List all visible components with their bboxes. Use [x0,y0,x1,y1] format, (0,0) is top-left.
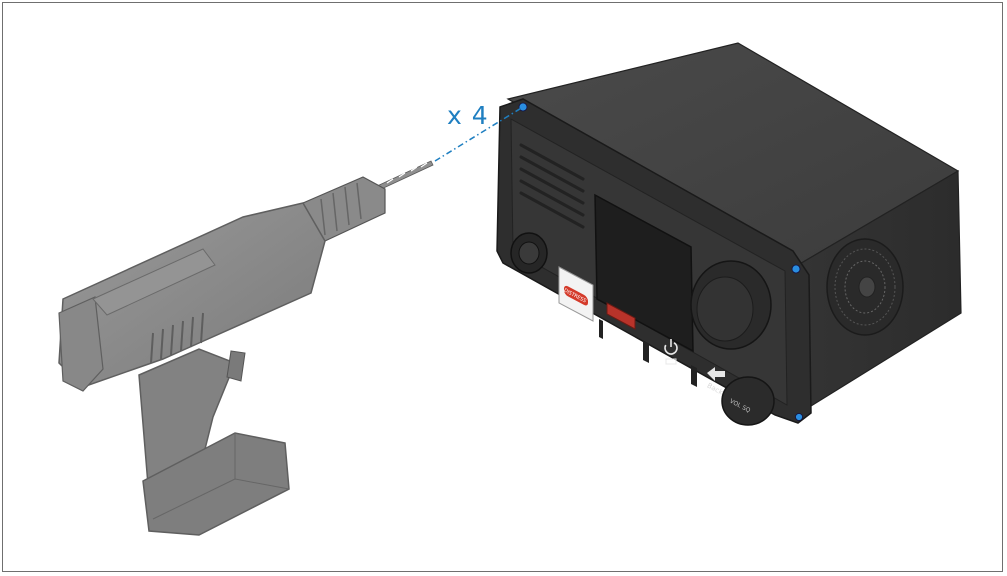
drill-icon [58,160,434,536]
distress-button[interactable]: DISTRESS [558,266,594,322]
soft-key-3[interactable] [691,365,697,387]
quantity-label: x 4 [447,101,489,130]
red-soft-button[interactable] [606,302,636,330]
vhf-radio-icon: DISTRESS Back VOL SQ [496,42,962,426]
radio-display [594,193,694,353]
drill-trigger[interactable] [226,350,246,382]
channel-knob[interactable] [690,260,772,350]
soft-key-1[interactable] [599,319,603,339]
power-icon[interactable] [663,339,679,365]
mount-hole-led-bottom-right [795,413,803,421]
soft-key-2[interactable] [643,341,649,363]
drill-guide-line [434,106,524,162]
installation-diagram: DISTRESS Back VOL SQ [58,42,962,536]
front-speaker-slots [519,143,585,229]
drill-label-panel [92,248,216,316]
side-speaker-grille [826,238,904,336]
volume-knob[interactable]: VOL SQ [721,376,775,426]
mic-connector [510,232,548,274]
drill-back-cap [58,296,104,392]
drill-vents [150,312,204,364]
mount-hole-led-right [791,264,801,274]
drill-bit-icon [374,160,434,192]
